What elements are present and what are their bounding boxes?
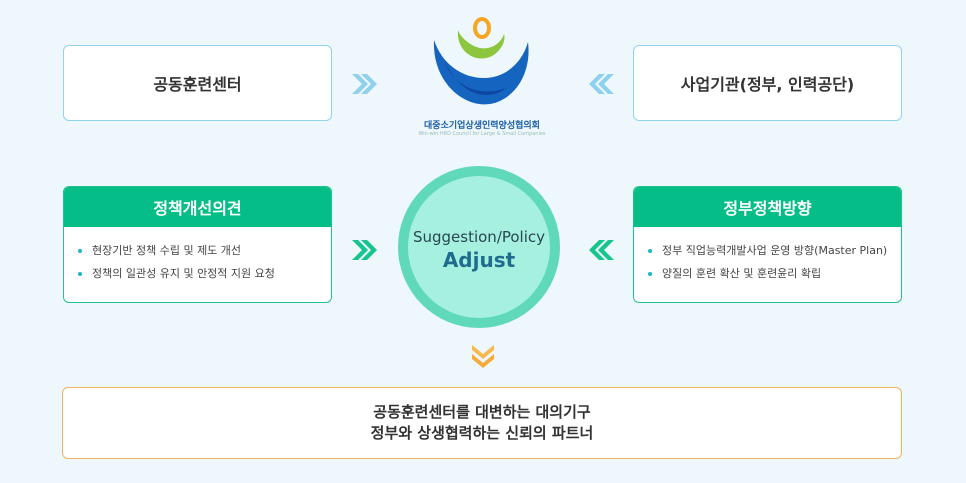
center-circle-inner: Suggestion/Policy Adjust (408, 176, 550, 318)
logo-name-en: Win-win HRD Council for Large & Small Co… (418, 131, 546, 137)
circle-line1: Suggestion/Policy (412, 228, 546, 246)
government-policy-title: 정부정책방향 (634, 187, 901, 227)
chevron-left-icon (589, 74, 614, 94)
chevron-down-icon (472, 345, 494, 368)
logo-name-ko: 대중소기업상생인력양성협의회 (424, 121, 540, 131)
list-item: 양질의 훈련 확산 및 훈련윤리 확립 (648, 262, 901, 285)
circle-line2: Adjust (442, 248, 516, 272)
chevron-right-icon (352, 240, 377, 260)
policy-suggestion-panel: 정책개선의견 현장기반 정책 수립 및 제도 개선 정책의 일관성 유지 및 안… (63, 186, 332, 303)
center-circle: Suggestion/Policy Adjust (398, 166, 560, 328)
chevron-left-icon (589, 240, 614, 260)
government-policy-panel: 정부정책방향 정부 직업능력개발사업 운영 방향(Master Plan) 양질… (633, 186, 902, 303)
top-left-label: 공동훈련센터 (153, 75, 242, 94)
bottom-line2: 정부와 상생협력하는 신뢰의 파트너 (370, 424, 594, 442)
top-left-box: 공동훈련센터 (63, 45, 332, 121)
top-right-label: 사업기관(정부, 인력공단) (680, 75, 855, 94)
bottom-summary-box: 공동훈련센터를 대변하는 대의기구 정부와 상생협력하는 신뢰의 파트너 (62, 387, 902, 459)
top-right-box: 사업기관(정부, 인력공단) (633, 45, 902, 121)
chevron-right-icon (352, 74, 377, 94)
list-item: 정부 직업능력개발사업 운영 방향(Master Plan) (648, 239, 901, 262)
bottom-line1: 공동훈련센터를 대변하는 대의기구 (373, 403, 591, 421)
council-logo-icon (433, 17, 529, 105)
list-item: 정책의 일관성 유지 및 안정적 지원 요청 (78, 262, 331, 285)
policy-suggestion-title: 정책개선의견 (64, 187, 331, 227)
list-item: 현장기반 정책 수립 및 제도 개선 (78, 239, 331, 262)
